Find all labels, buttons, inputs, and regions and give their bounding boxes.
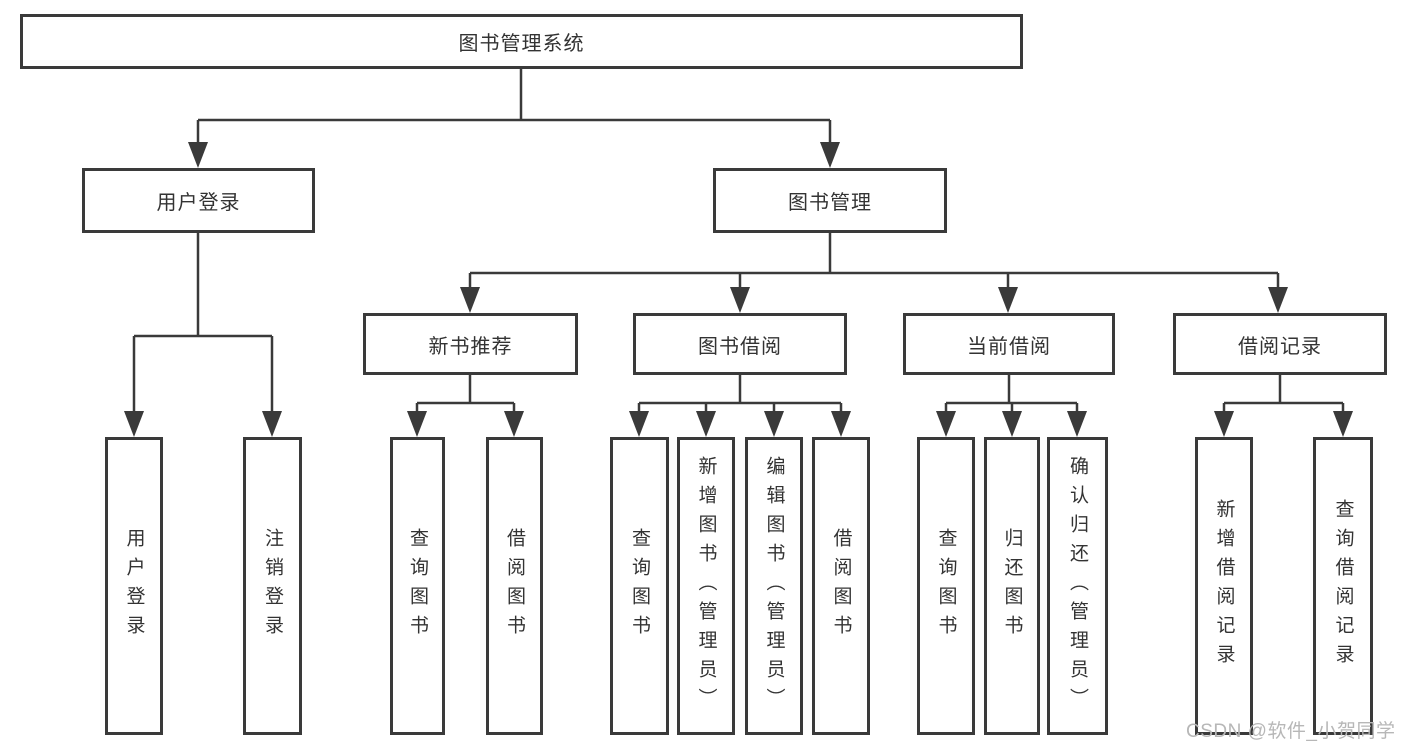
leaf-query-book-borrow-label: 查询图书 <box>629 528 650 644</box>
leaf-query-book-current-label: 查询图书 <box>935 528 957 644</box>
node-new-book-recommend: 新书推荐 <box>363 313 578 375</box>
leaf-query-book-current: 查询图书 <box>917 437 975 735</box>
node-user-login: 用户登录 <box>82 168 315 233</box>
leaf-edit-book-admin-label: 编辑图书（管理员） <box>763 455 785 717</box>
leaf-return-book-label: 归还图书 <box>1001 528 1023 644</box>
node-library-system: 图书管理系统 <box>20 14 1023 69</box>
leaf-confirm-return-admin-label: 确认归还（管理员） <box>1067 455 1088 717</box>
leaf-confirm-return-admin: 确认归还（管理员） <box>1047 437 1108 735</box>
node-book-borrow: 图书借阅 <box>633 313 847 375</box>
node-borrow-records-label: 借阅记录 <box>1238 335 1322 358</box>
node-book-management: 图书管理 <box>713 168 947 233</box>
node-borrow-records: 借阅记录 <box>1173 313 1387 375</box>
leaf-query-book-borrow: 查询图书 <box>610 437 669 735</box>
leaf-user-login: 用户登录 <box>105 437 163 735</box>
node-user-login-label: 用户登录 <box>156 192 241 214</box>
leaf-logout: 注销登录 <box>243 437 302 735</box>
leaf-borrow-book: 借阅图书 <box>812 437 870 735</box>
node-current-borrow-label: 当前借阅 <box>967 335 1051 358</box>
leaf-add-borrow-record-label: 新增借阅记录 <box>1213 499 1235 673</box>
leaf-logout-label: 注销登录 <box>262 528 283 644</box>
leaf-user-login-label: 用户登录 <box>123 528 145 644</box>
leaf-return-book: 归还图书 <box>984 437 1040 735</box>
leaf-add-book-admin-label: 新增图书（管理员） <box>695 455 717 717</box>
leaf-add-book-admin: 新增图书（管理员） <box>677 437 735 735</box>
leaf-borrow-book-recommend-label: 借阅图书 <box>504 528 525 644</box>
arrowheads <box>124 142 1353 437</box>
csdn-watermark: CSDN @软件_小贺同学 <box>1186 721 1396 742</box>
node-current-borrow: 当前借阅 <box>903 313 1115 375</box>
leaf-query-book-recommend-label: 查询图书 <box>407 528 428 644</box>
leaf-query-borrow-record: 查询借阅记录 <box>1313 437 1373 735</box>
leaf-edit-book-admin: 编辑图书（管理员） <box>745 437 803 735</box>
node-book-borrow-label: 图书借阅 <box>698 335 782 358</box>
node-library-system-label: 图书管理系统 <box>458 33 585 55</box>
leaf-borrow-book-recommend: 借阅图书 <box>486 437 543 735</box>
node-new-book-recommend-label: 新书推荐 <box>428 335 513 358</box>
node-book-management-label: 图书管理 <box>788 192 872 214</box>
leaf-borrow-book-label: 借阅图书 <box>830 528 852 644</box>
leaf-query-borrow-record-label: 查询借阅记录 <box>1332 499 1354 673</box>
leaf-add-borrow-record: 新增借阅记录 <box>1195 437 1253 735</box>
leaf-query-book-recommend: 查询图书 <box>390 437 445 735</box>
